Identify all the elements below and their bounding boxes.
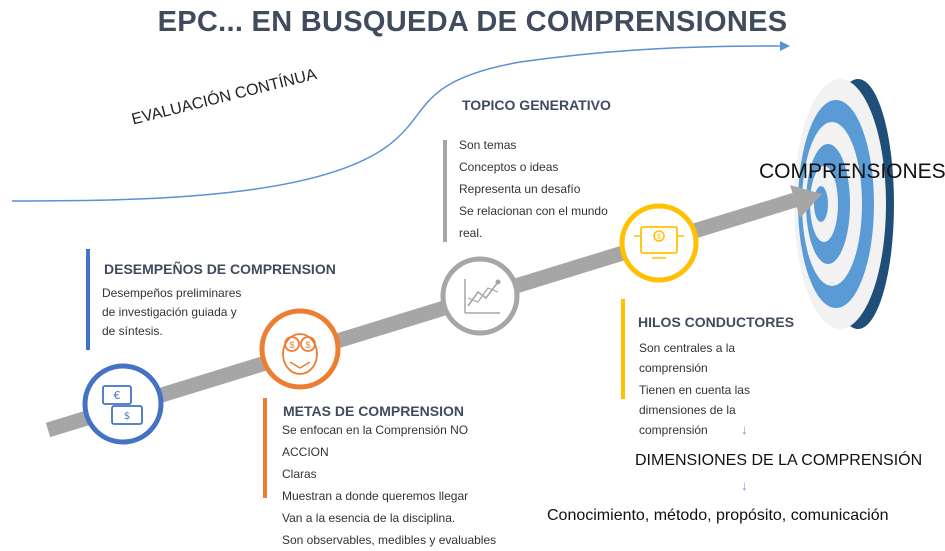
hilos-bar [621,299,625,399]
evaluation-curve [11,45,781,202]
desempenos-bar [86,249,90,350]
down-arrow-icon: ↓ [741,422,748,437]
list-item: Se relacionan con el mundo real. [459,204,608,240]
list-item: Son observables, medibles y evaluables [282,533,497,547]
owl-icon: $ $ [259,308,341,390]
list-item: Conceptos o ideas [459,160,559,174]
list-item: Muestran a donde queremos llegar [282,489,469,503]
list-item: Tienen en cuenta las dimensiones de la c… [639,383,750,437]
svg-text:$: $ [289,340,294,350]
svg-text:$: $ [124,411,130,422]
list-item: de investigación guiada y [102,305,237,319]
down-arrow-icon: ↓ [741,478,748,493]
chart-icon [440,256,520,336]
list-item: Van a la esencia de la disciplina. [282,511,456,525]
dimensions-label: DIMENSIONES DE LA COMPRENSIÓN [635,452,923,469]
list-item: Representa un desafío [459,182,581,196]
list-item: Claras [282,467,317,481]
topico-heading: TOPICO GENERATIVO [462,97,611,113]
main-arrow-head [790,185,822,218]
svg-text:$: $ [657,234,661,241]
desempenos-list: Desempeños preliminares de investigación… [102,284,272,341]
curve-arrowhead [780,41,790,51]
target-label: COMPRENSIONES [759,160,945,183]
list-item: Son temas [459,138,517,152]
topico-list: Son temas Conceptos o ideas Representa u… [459,134,629,244]
hilos-list: Son centrales a la comprensión Tienen en… [639,338,769,440]
list-item: de síntesis. [102,324,163,338]
desempenos-heading: DESEMPEÑOS DE COMPRENSION [104,261,336,277]
list-item: Son centrales a la comprensión [639,341,736,375]
dimensions-list: Conocimiento, método, propósito, comunic… [547,507,889,524]
metas-heading: METAS DE COMPRENSION [283,403,464,419]
metas-list: Se enfocan en la Comprensión NO ACCION C… [282,419,507,551]
money-transfer-icon: $ [619,203,699,283]
list-item: Desempeños preliminares [102,286,242,300]
svg-text:€: € [114,389,121,402]
money-exchange-icon: € $ [82,363,164,445]
svg-text:$: $ [305,340,310,350]
topico-bar [443,140,447,242]
hilos-heading: HILOS CONDUCTORES [638,314,795,330]
metas-bar [263,398,267,498]
page-title: EPC... EN BUSQUEDA DE COMPRENSIONES [157,6,788,38]
list-item: Se enfocan en la Comprensión NO ACCION [282,423,469,459]
